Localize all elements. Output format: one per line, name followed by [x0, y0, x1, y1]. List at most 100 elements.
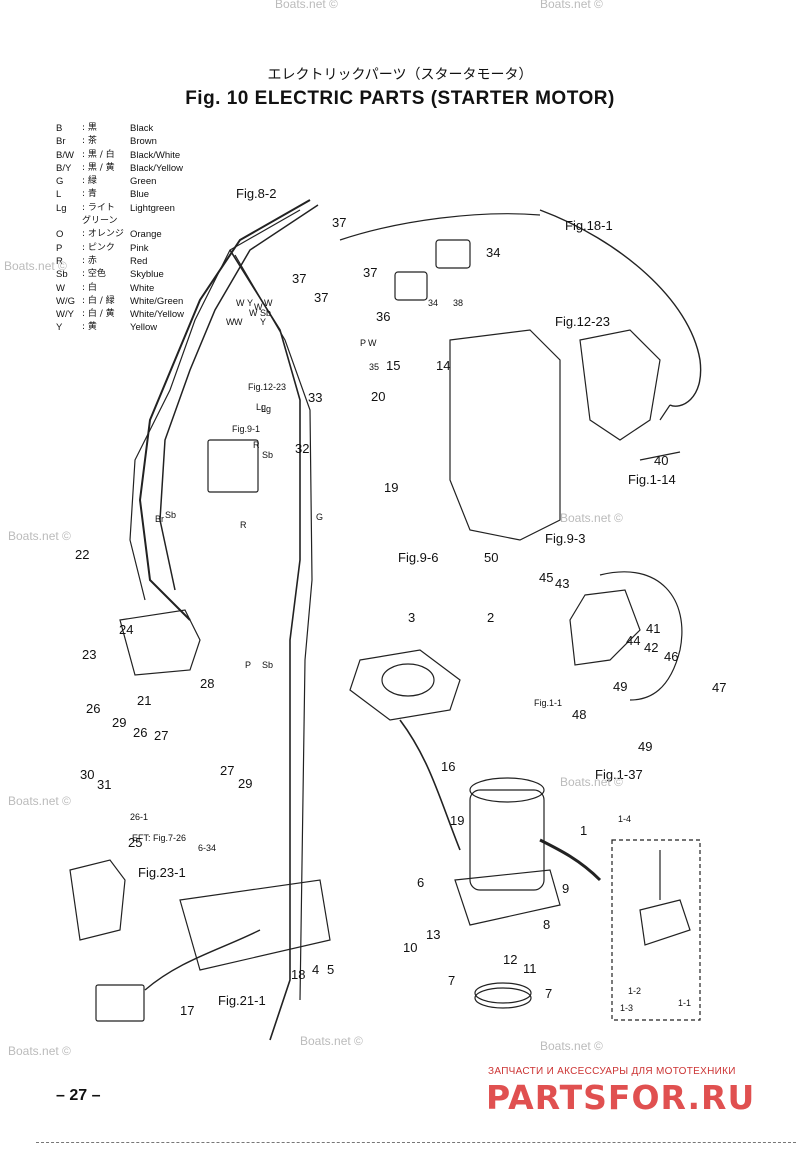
legend-english: Blue [130, 189, 150, 201]
part-number-label: 44 [626, 633, 640, 648]
figure-reference-fig-12-23: Fig.12-23 [555, 314, 610, 329]
legend-japanese: : 緑 [82, 176, 97, 187]
boats-net-watermark: Boats.net © [540, 0, 603, 11]
legend-japanese: : ライト [82, 202, 115, 213]
legend-japanese: : 青 [82, 189, 97, 200]
wire-color-tag: W [234, 317, 243, 327]
part-number-label: 18 [291, 967, 305, 982]
figure-reference-fig-21-1: Fig.21-1 [218, 993, 266, 1008]
legend-english: Black [130, 123, 154, 134]
legend-japanese: : 赤 [82, 255, 97, 266]
part-number-label: 21 [137, 693, 151, 708]
legend-code: Y [56, 322, 63, 334]
wire-color-tag: P [245, 660, 251, 670]
part-number-label: 49 [638, 739, 652, 754]
wire-color-tag: W [249, 308, 258, 318]
wire-color-tag: Lg [261, 404, 271, 414]
wire-color-tag: P [360, 338, 366, 348]
part-number-label: 25 [128, 835, 142, 850]
legend-code: W/G [56, 295, 75, 307]
callout-labels: Fig.8-2Fig.18-1Fig.12-23Fig.12-23Fig.9-1… [75, 186, 726, 1018]
part-number-label: 20 [371, 389, 385, 404]
legend-japanese: : オレンジ [82, 229, 124, 240]
boats-net-watermark: Boats.net © [8, 529, 71, 543]
legend-code: Lg [56, 202, 67, 214]
wire-color-tag: Sb [262, 660, 273, 670]
part-number-label: 43 [555, 576, 569, 591]
wire-color-tag: W [368, 338, 377, 348]
legend-english: Pink [130, 242, 149, 254]
wire-color-tag: W [254, 302, 263, 312]
figure-reference-fig-1-37: Fig.1-37 [595, 767, 643, 782]
part-number-label: 9 [562, 881, 569, 896]
legend-code: B/W [56, 149, 74, 161]
boats-net-watermark: Boats.net © [300, 1034, 363, 1048]
part-number-label: 17 [180, 1003, 194, 1018]
wire-color-tag: Sb [262, 450, 273, 460]
figure-reference-fig-8-2: Fig.8-2 [236, 186, 276, 201]
figure-reference-fig-9-6: Fig.9-6 [398, 550, 438, 565]
part-number-label: 24 [119, 622, 133, 637]
part-number-label: 19 [384, 480, 398, 495]
part-number-label: 26-1 [130, 812, 148, 822]
partsfor-logo: PARTSFOR.RU [486, 1078, 756, 1117]
legend-code: O [56, 229, 64, 241]
legend-code: G [56, 176, 64, 188]
part-number-label: 32 [295, 441, 309, 456]
boats-net-watermark: Boats.net © [8, 794, 71, 808]
part-number-label: 27 [154, 728, 168, 743]
legend-english: Orange [130, 229, 162, 241]
legend-code: P [56, 242, 63, 254]
legend-japanese: : ピンク [82, 242, 115, 253]
wire-color-tag: R [240, 520, 247, 530]
part-number-label: 37 [332, 215, 346, 230]
part-number-label: 13 [426, 927, 440, 942]
boats-net-watermark: Boats.net © [275, 0, 338, 11]
part-number-label: 27 [220, 763, 234, 778]
wire-color-tag: Sb [165, 510, 176, 520]
legend-english: Lightgreen [130, 202, 175, 214]
part-number-label: 26 [86, 701, 100, 716]
part-number-label: 10 [403, 940, 417, 955]
part-number-label: 1-2 [628, 986, 641, 996]
boats-net-watermark: Boats.net © [560, 511, 623, 525]
wire-color-tag: R [253, 440, 260, 450]
wire-color-tag: Lg [256, 402, 266, 412]
part-number-label: 47 [712, 680, 726, 695]
part-number-label: 31 [97, 777, 111, 792]
legend-english: White/Yellow [130, 309, 185, 321]
part-number-label: 41 [646, 621, 660, 636]
legend-code: B [56, 123, 63, 134]
legend-english: Black/White [130, 149, 181, 161]
legend-japanese: : 黄 [82, 322, 97, 333]
part-number-label: 35 [369, 362, 379, 372]
boats-net-watermark: Boats.net © [560, 775, 623, 789]
legend-japanese: : 黒 [82, 123, 97, 133]
figure-title: Fig. 10 ELECTRIC PARTS (STARTER MOTOR) [185, 88, 615, 109]
part-number-label: 38 [453, 298, 463, 308]
part-number-label: 1 [580, 823, 587, 838]
part-number-label: 5 [327, 962, 334, 977]
part-number-label: 1-4 [618, 814, 631, 824]
part-number-label: 34 [486, 245, 500, 260]
figure-reference-fig-1-14: Fig.1-14 [628, 472, 676, 487]
figure-reference-eft: EFT: Fig.7-26 [132, 833, 186, 843]
part-number-label: 22 [75, 547, 89, 562]
part-number-label: 49 [613, 679, 627, 694]
part-number-label: 30 [80, 767, 94, 782]
part-number-label: 7 [448, 973, 455, 988]
part-number-label: 50 [484, 550, 498, 565]
figure-reference-eft-sub: 6-34 [198, 843, 216, 853]
figure-reference-fig-12-23-small: Fig.12-23 [248, 382, 286, 392]
boats-net-watermark: Boats.net © [8, 1044, 71, 1058]
wire-color-tag: Sb [260, 308, 271, 318]
part-number-label: 37 [363, 265, 377, 280]
legend-english: White/Green [130, 295, 184, 307]
wire-color-tag: W [226, 317, 235, 327]
legend-code: Sb [56, 269, 68, 281]
